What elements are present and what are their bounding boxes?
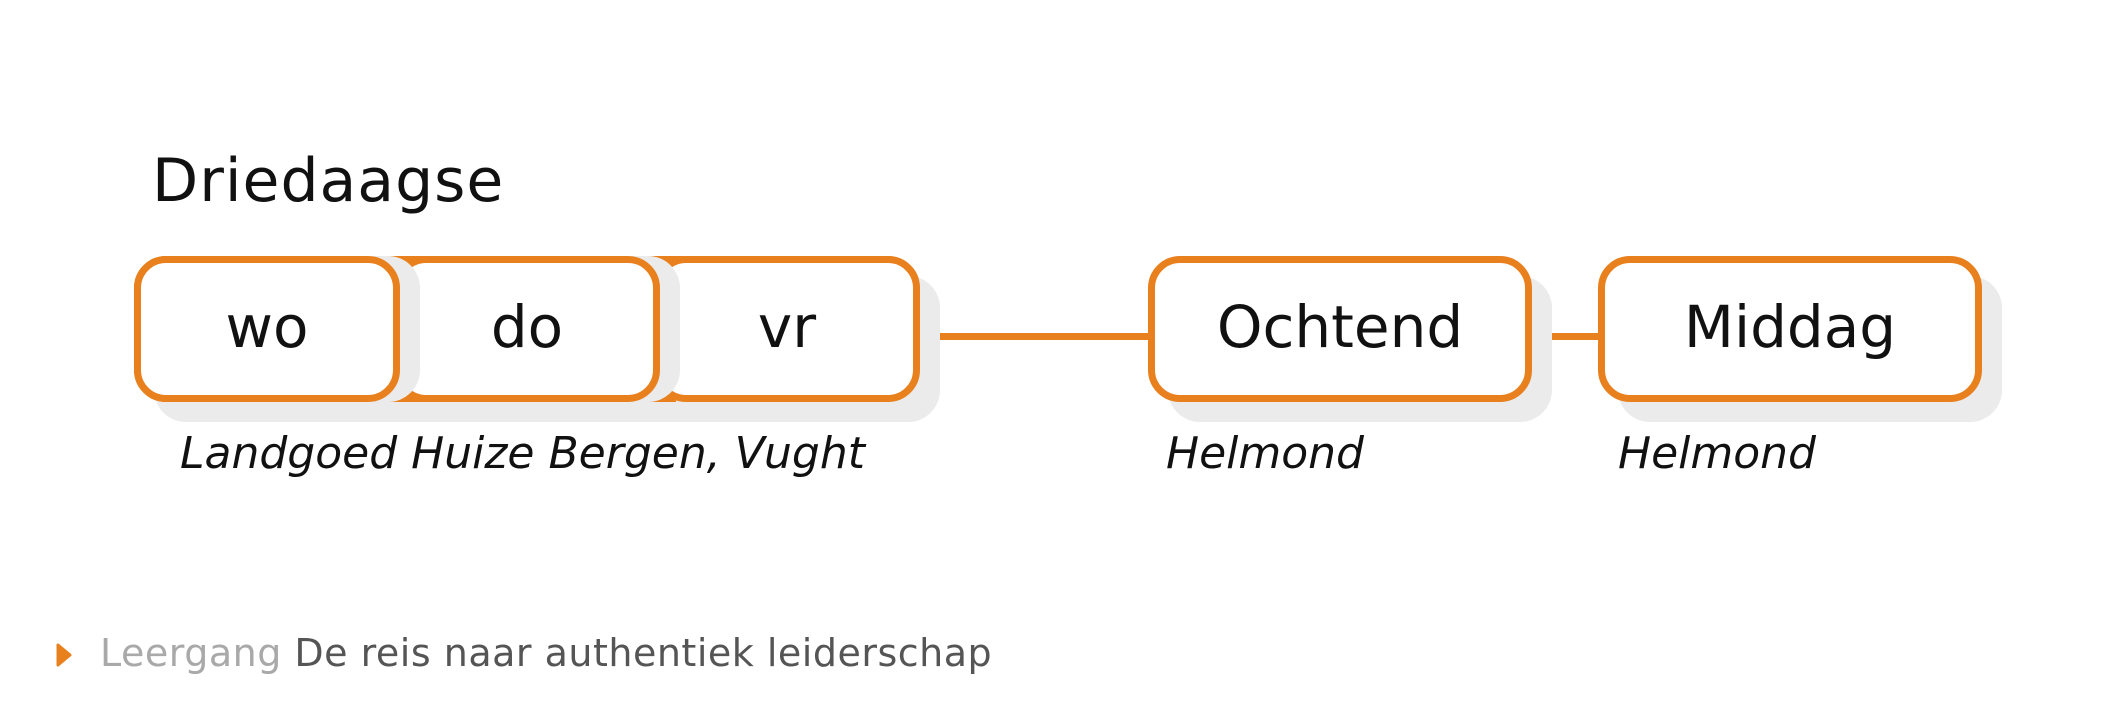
ochtend-location: Helmond bbox=[1166, 428, 1364, 479]
chevron-right-icon bbox=[56, 643, 72, 667]
footer-prefix: Leergang bbox=[100, 631, 282, 675]
day-label-vr: vr bbox=[757, 293, 817, 361]
day-box-do: do bbox=[394, 256, 660, 402]
session-label-ochtend: Ochtend bbox=[1216, 293, 1464, 361]
session-label-middag: Middag bbox=[1683, 293, 1897, 361]
middag-location: Helmond bbox=[1618, 428, 1816, 479]
day-label-wo: wo bbox=[225, 293, 309, 361]
connector-ochtend-middag bbox=[1528, 333, 1603, 340]
day-box-vr: vr bbox=[654, 256, 920, 402]
session-box-middag: Middag bbox=[1598, 256, 1982, 402]
diagram-heading: Driedaagse bbox=[152, 146, 505, 216]
day-box-wo: wo bbox=[134, 256, 400, 402]
footer-caption: Leergang De reis naar authentiek leiders… bbox=[100, 630, 992, 676]
days-location: Landgoed Huize Bergen, Vught bbox=[180, 428, 865, 479]
connector-days-ochtend bbox=[916, 333, 1152, 340]
session-box-ochtend: Ochtend bbox=[1148, 256, 1532, 402]
day-label-do: do bbox=[490, 293, 564, 361]
footer-title: De reis naar authentiek leiderschap bbox=[294, 631, 993, 675]
